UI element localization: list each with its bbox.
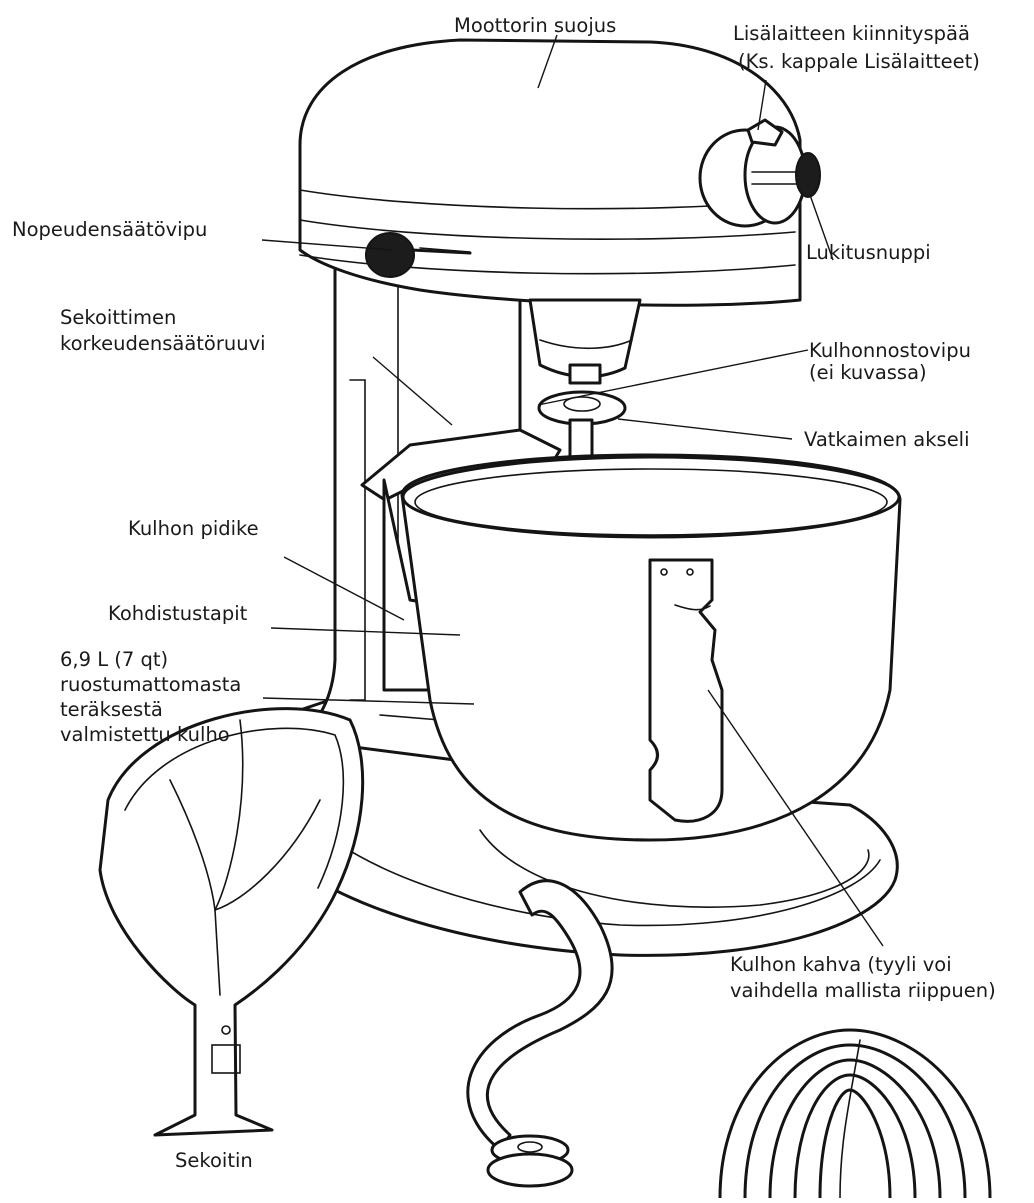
label-motor-cover: Moottorin suojus: [454, 14, 616, 37]
attachment-hub: [698, 118, 821, 228]
wire-whip: [718, 1028, 992, 1200]
label-bowl-handle-line2: vaihdella mallista riippuen): [730, 979, 996, 1002]
label-bowl-handle-line1: Kulhon kahva (tyyli voi: [730, 953, 952, 976]
label-bowl-line1: 6,9 L (7 qt): [60, 648, 168, 671]
motor-head: [298, 38, 802, 379]
label-locating-pins: Kohdistustapit: [108, 602, 248, 625]
label-bowl-lift-lever: Kulhonnostovipu: [809, 339, 971, 362]
label-locking-knob: Lukitusnuppi: [806, 241, 931, 264]
dough-hook: [466, 879, 614, 1188]
beater-shaft: [537, 363, 627, 460]
label-bowl-line4: valmistettu kulho: [60, 723, 230, 746]
leader-lines: [261, 34, 884, 947]
mixing-bowl: [400, 453, 902, 842]
label-height-screw-line1: Sekoittimen: [60, 306, 176, 329]
label-beater-shaft: Vatkaimen akseli: [804, 428, 970, 451]
flat-beater: [98, 707, 365, 1137]
speed-lever-knob: [365, 232, 415, 278]
label-bowl-line2: ruostumattomasta: [60, 673, 241, 696]
label-height-screw-line2: korkeudensäätöruuvi: [60, 332, 266, 355]
label-attachment-hub: Lisälaitteen kiinnityspää: [733, 22, 970, 45]
label-speed-lever: Nopeudensäätövipu: [12, 218, 207, 241]
label-attachment-hub-note: (Ks. kappale Lisälaitteet): [738, 50, 980, 73]
label-bowl-support: Kulhon pidike: [128, 517, 259, 540]
label-bowl-line3: teräksestä: [60, 698, 163, 721]
locking-knob: [795, 152, 821, 198]
label-bowl-lift-note: (ei kuvassa): [809, 361, 927, 384]
label-flat-beater: Sekoitin: [175, 1149, 253, 1172]
